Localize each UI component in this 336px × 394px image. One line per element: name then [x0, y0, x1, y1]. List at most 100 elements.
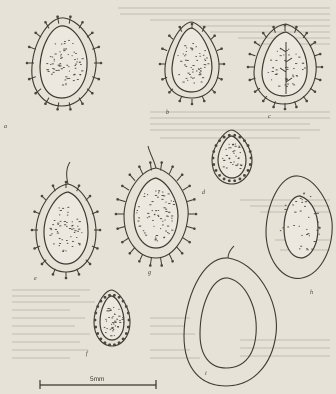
- surface-speckle: [201, 82, 203, 83]
- surface-speckle: [59, 51, 60, 52]
- surface-speckle: [232, 164, 233, 165]
- surface-speckle: [167, 216, 168, 217]
- margin-bead: [218, 174, 221, 177]
- surface-speckle: [306, 249, 308, 250]
- surface-speckle: [63, 50, 65, 51]
- surface-speckle: [61, 54, 62, 55]
- surface-speckle: [119, 322, 121, 323]
- surface-speckle: [64, 79, 66, 80]
- surface-speckle: [198, 74, 200, 75]
- surface-speckle: [286, 50, 288, 51]
- surface-speckle: [187, 60, 189, 61]
- surface-speckle: [79, 221, 81, 222]
- surface-speckle: [65, 76, 67, 77]
- margin-bead: [94, 312, 97, 315]
- seed-a: [26, 15, 103, 110]
- margin-bead: [223, 136, 226, 139]
- surface-speckle: [50, 228, 52, 229]
- surface-speckle: [56, 70, 58, 71]
- surface-speckle: [205, 64, 206, 65]
- surface-speckle: [51, 233, 52, 234]
- surface-speckle: [300, 198, 302, 199]
- surface-speckle: [235, 156, 236, 157]
- surface-speckle: [302, 69, 304, 70]
- surface-speckle: [75, 53, 77, 54]
- surface-speckle: [113, 324, 114, 325]
- surface-speckle: [287, 84, 289, 85]
- spine-tip: [99, 229, 102, 232]
- surface-speckle: [75, 68, 77, 69]
- spine-tip: [34, 92, 37, 95]
- surface-speckle: [195, 56, 196, 57]
- surface-speckle: [155, 237, 156, 238]
- surface-speckle: [145, 235, 147, 236]
- surface-speckle: [52, 57, 53, 58]
- spine-tip: [295, 26, 298, 29]
- spine-tip: [91, 92, 94, 95]
- spine-tip: [247, 66, 250, 69]
- surface-speckle: [53, 69, 55, 70]
- spine-tip: [116, 227, 119, 230]
- surface-speckle: [147, 194, 148, 195]
- surface-speckle: [137, 210, 138, 211]
- spine-tip: [254, 90, 257, 93]
- surface-speckle: [232, 144, 234, 145]
- surface-speckle: [285, 79, 287, 80]
- surface-speckle: [68, 66, 69, 67]
- panel-label-a: a: [4, 124, 7, 130]
- spine-tip: [31, 229, 34, 232]
- surface-speckle: [301, 235, 302, 236]
- spine-tip: [262, 32, 265, 35]
- surface-speckle: [200, 56, 201, 57]
- surface-speckle: [77, 79, 79, 80]
- surface-speckle: [317, 213, 319, 214]
- spine-tip: [178, 26, 181, 29]
- surface-speckle: [59, 243, 61, 244]
- surface-speckle: [183, 82, 185, 83]
- surface-speckle: [154, 214, 155, 215]
- surface-speckle: [111, 324, 112, 325]
- surface-speckle: [319, 227, 321, 228]
- spine-tip: [69, 15, 72, 18]
- surface-speckle: [59, 214, 60, 215]
- surface-speckle: [67, 212, 68, 213]
- margin-bead: [238, 178, 241, 181]
- margin-bead: [125, 332, 128, 335]
- surface-speckle: [225, 149, 226, 150]
- surface-speckle: [319, 234, 320, 235]
- surface-speckle: [298, 57, 300, 58]
- spine-tip: [181, 173, 184, 176]
- surface-speckle: [112, 330, 113, 331]
- surface-speckle: [192, 69, 193, 70]
- margin-bead: [233, 179, 236, 182]
- spine-tip: [129, 173, 132, 176]
- surface-speckle: [167, 226, 169, 227]
- spine-tip: [168, 34, 171, 37]
- surface-speckle: [191, 49, 193, 50]
- surface-speckle: [286, 67, 287, 68]
- surface-speckle: [123, 322, 124, 323]
- surface-speckle: [172, 221, 173, 222]
- surface-speckle: [81, 70, 83, 71]
- surface-speckle: [66, 226, 67, 227]
- panel-label-c: c: [268, 114, 271, 120]
- surface-speckle: [161, 199, 163, 200]
- surface-speckle: [62, 208, 64, 209]
- surface-speckle: [237, 164, 239, 165]
- surface-speckle: [314, 241, 316, 242]
- margin-bead: [104, 296, 107, 299]
- spine-tip: [28, 78, 31, 81]
- surface-speckle: [66, 240, 68, 241]
- surface-speckle: [293, 76, 295, 77]
- surface-speckle: [72, 43, 73, 44]
- margin-bead: [128, 319, 131, 322]
- surface-speckle: [108, 310, 110, 311]
- spine-tip: [52, 184, 55, 187]
- surface-speckle: [241, 165, 242, 166]
- spine-tip: [81, 102, 84, 105]
- spine-tip: [33, 247, 36, 250]
- scale-bar-label: 5mm: [90, 376, 104, 383]
- panel-label-e: e: [34, 276, 37, 282]
- surface-speckle: [48, 71, 50, 72]
- surface-speckle: [287, 67, 288, 68]
